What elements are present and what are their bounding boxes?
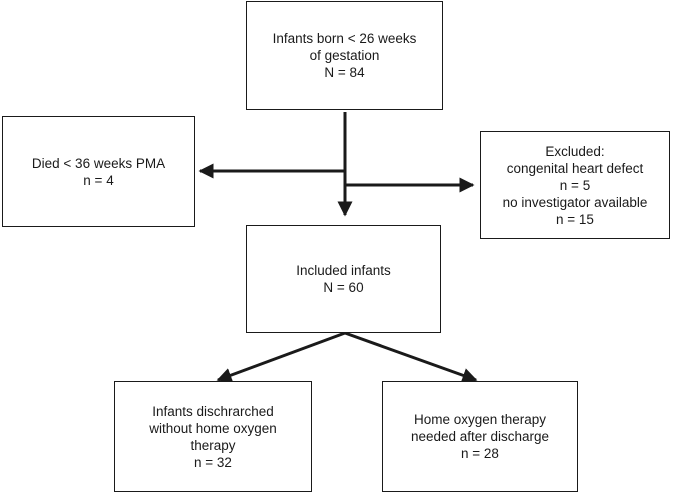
home-line-2: needed after discharge (410, 429, 550, 444)
excluded-title: Excluded: (545, 143, 605, 159)
born-line-2: of gestation (309, 48, 380, 63)
included-label: Included infants (296, 263, 391, 278)
arrow-to-home (344, 331, 478, 383)
home-line-1: Home oxygen therapy (413, 412, 547, 427)
no-home-line-3: therapy (190, 437, 236, 453)
included-count: N = 60 (323, 280, 364, 295)
excluded-count-1: n = 5 (559, 177, 591, 193)
excluded-count-2: n = 15 (556, 211, 594, 227)
box-home-oxygen: Home oxygen therapy needed after dischar… (382, 381, 578, 492)
arrow-to-no-home (216, 331, 346, 383)
excluded-reason-1: congenital heart defect (506, 160, 644, 176)
box-died: Died < 36 weeks PMA n = 4 (2, 116, 195, 227)
no-home-line-2: without home oxygen (149, 420, 277, 436)
died-label: Died < 36 weeks PMA (31, 155, 166, 171)
born-line-1: Infants born < 26 weeks (272, 31, 417, 46)
no-home-line-1: Infants dischrarched (152, 403, 274, 419)
box-no-home-oxygen: Infants dischrarched without home oxygen… (114, 381, 312, 492)
box-excluded: Excluded: congenital heart defect n = 5 … (480, 131, 670, 239)
born-count: N = 84 (324, 65, 365, 80)
died-count: n = 4 (83, 172, 114, 188)
box-included: Included infants N = 60 (246, 225, 441, 333)
no-home-count: n = 32 (194, 454, 232, 470)
home-count: n = 28 (461, 446, 499, 461)
excluded-reason-2: no investigator available (502, 194, 648, 210)
box-infants-born: Infants born < 26 weeks of gestation N =… (246, 1, 443, 110)
